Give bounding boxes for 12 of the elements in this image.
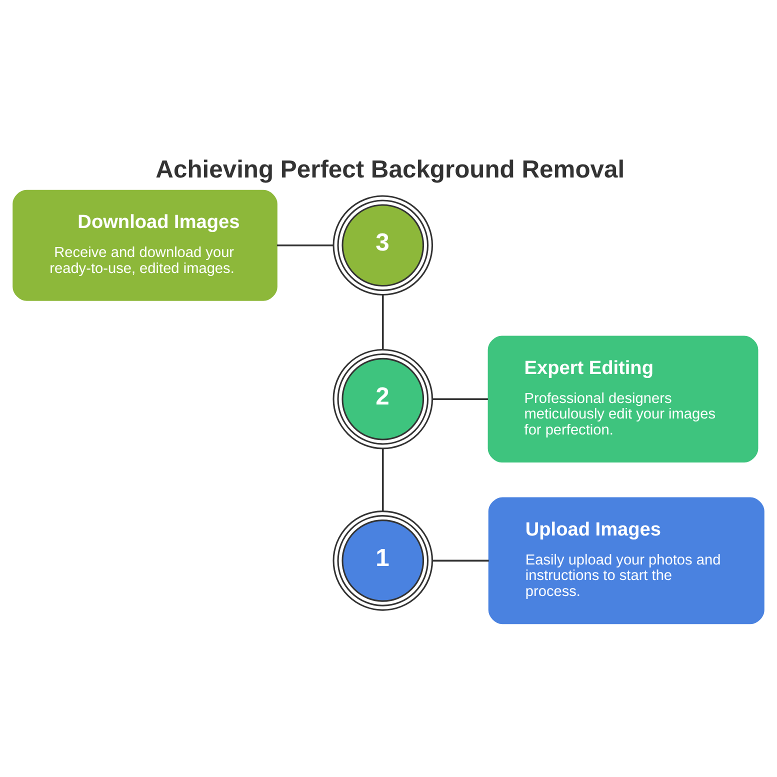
connector [432,559,489,562]
connector [432,398,488,400]
connector [382,294,384,350]
node-box: Upload Images Easily upload your photos and instructions to start the process. [488,496,764,624]
diagram-title: Achieving Perfect Background Removal [156,156,625,184]
node-circle: 3 [332,194,434,296]
node-circle: 2 [332,348,434,449]
connector [276,244,334,246]
node-box: Expert Editing Professional designers meticulously edit your images for perfection. [488,335,758,462]
node-circle: 1 [332,510,434,610]
node-box: Download Images Receive and download your ready-to-use, edited images. [12,189,278,300]
connector [382,448,384,511]
